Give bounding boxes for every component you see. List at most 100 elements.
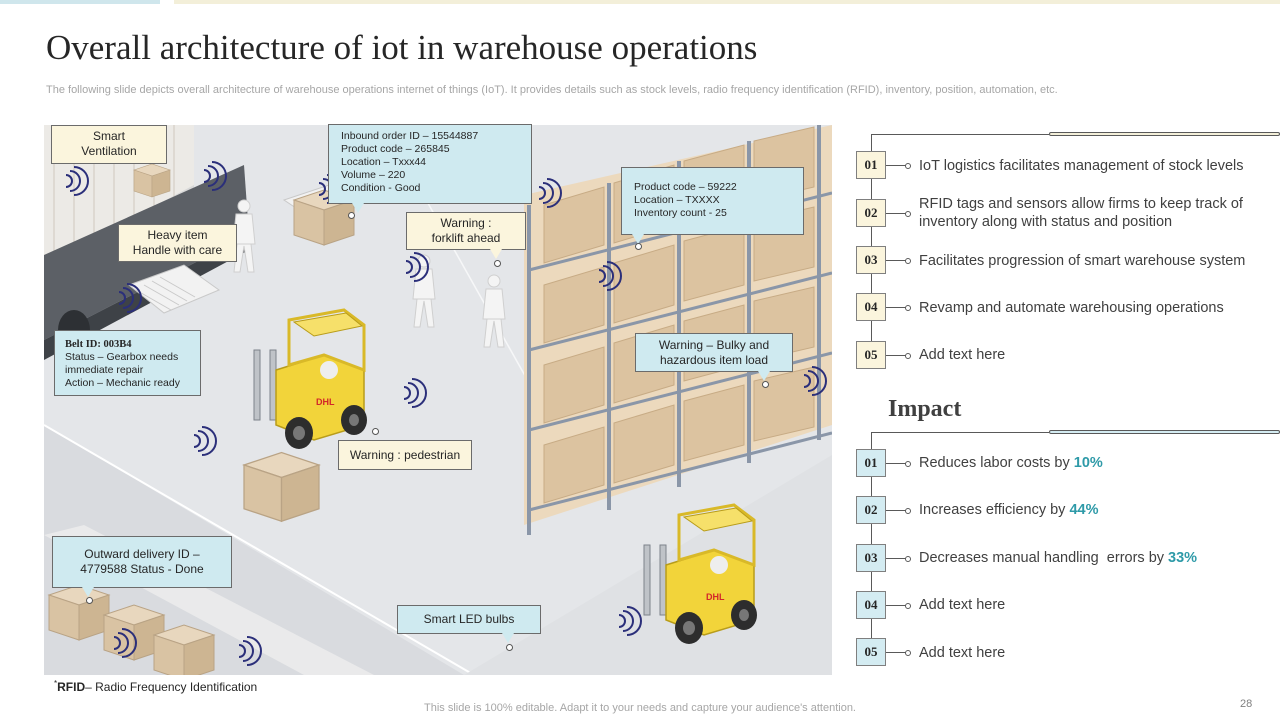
callout-line: Location – Txxx44	[341, 156, 427, 168]
callout-line: forklift ahead	[431, 231, 501, 245]
callout-anchor-dot	[635, 243, 642, 250]
impact-number: 05	[856, 638, 886, 666]
benefits-rail	[871, 178, 872, 202]
benefits-rail	[871, 226, 872, 246]
callout-anchor-dot	[348, 212, 355, 219]
impact-percentage: 44%	[1069, 502, 1099, 518]
callout-line: Action – Mechanic ready	[65, 377, 180, 389]
callout-line: immediate repair	[65, 364, 144, 376]
impact-text: Add text here	[919, 644, 1259, 662]
benefit-text: Revamp and automate warehousing operatio…	[919, 300, 1224, 316]
callout-smart-ventilation: Smart Ventilation	[51, 125, 167, 164]
impact-heading: Impact	[888, 396, 962, 422]
callout-belt-id: Belt ID: 003B4 Status – Gearbox needs im…	[54, 330, 201, 396]
benefit-number: 04	[856, 293, 886, 321]
callout-line: Location – TXXXX	[634, 194, 720, 206]
callout-tail	[82, 587, 94, 597]
benefit-text: RFID tags and sensors allow firms to kee…	[919, 196, 1243, 230]
callout-belt-title: Belt ID: 003B4	[65, 339, 132, 350]
callout-tail	[502, 633, 514, 643]
callout-anchor-dot	[372, 428, 379, 435]
impact-rail	[871, 524, 872, 544]
benefits-rail	[871, 321, 872, 341]
callout-tail	[758, 371, 770, 381]
footnote: *RFID– Radio Frequency Identification	[54, 679, 257, 694]
callout-line: Handle with care	[132, 243, 223, 257]
impact-label: Add text here	[919, 645, 1006, 661]
impact-connector	[886, 650, 911, 656]
impact-percentage: 33%	[1168, 550, 1198, 566]
callout-product-code: Product code – 59222 Location – TXXXX In…	[621, 167, 804, 235]
callout-line: hazardous item load	[659, 353, 769, 367]
impact-rail	[871, 572, 872, 591]
callout-line: Volume – 220	[341, 169, 406, 181]
impact-accent-bar	[1049, 430, 1280, 434]
callout-inbound-order: Inbound order ID – 15544887 Product code…	[328, 124, 532, 204]
impact-number: 04	[856, 591, 886, 619]
impact-rail	[871, 477, 872, 497]
impact-label: Decreases manual handling errors by	[919, 550, 1169, 566]
benefit-connector	[886, 305, 911, 311]
callout-line: Warning :	[440, 216, 492, 230]
impact-label: Add text here	[919, 597, 1006, 613]
benefit-connector	[886, 258, 911, 264]
callout-line: 4779588 Status - Done	[80, 562, 204, 576]
footnote-mark: *	[54, 679, 58, 688]
footnote-term: RFID	[57, 680, 86, 694]
benefit-text: IoT logistics facilitates management of …	[919, 158, 1244, 174]
benefit-connector	[886, 211, 911, 217]
callout-outward-delivery: Outward delivery ID – 4779588 Status - D…	[52, 536, 232, 588]
benefit-number: 02	[856, 199, 886, 227]
callout-line: Status – Gearbox needs	[65, 351, 179, 363]
impact-rail-top	[871, 432, 872, 450]
callout-warning-forklift: Warning : forklift ahead	[406, 212, 526, 250]
impact-text: Reduces labor costs by 10%	[919, 454, 1259, 472]
callout-anchor-dot	[506, 644, 513, 651]
callout-tail	[632, 234, 644, 244]
callout-line: Inbound order ID – 15544887	[341, 130, 479, 142]
impact-connector	[886, 603, 911, 609]
benefits-rail	[871, 273, 872, 293]
benefits-accent-bar	[1049, 132, 1280, 136]
benefits-rail-top	[871, 134, 872, 164]
impact-number: 02	[856, 496, 886, 524]
callout-line: Heavy item	[147, 228, 208, 242]
callout-anchor-dot	[494, 260, 501, 267]
impact-label: Reduces labor costs by	[919, 455, 1074, 471]
benefit-number: 03	[856, 246, 886, 274]
top-accent-bar-right	[174, 0, 1280, 4]
callout-line: Condition - Good	[341, 182, 421, 194]
benefit-number: 01	[856, 151, 886, 179]
callout-line: Outward delivery ID –	[84, 547, 200, 561]
callout-line: Smart	[92, 129, 125, 143]
callout-tail	[490, 249, 502, 259]
impact-label: Increases efficiency by	[919, 502, 1070, 518]
callout-line: Warning : pedestrian	[349, 448, 461, 462]
callout-smart-led: Smart LED bulbs	[397, 605, 541, 634]
callout-anchor-dot	[762, 381, 769, 388]
impact-percentage: 10%	[1073, 455, 1103, 471]
impact-rail	[871, 619, 872, 638]
footer-note: This slide is 100% editable. Adapt it to…	[424, 702, 856, 714]
callout-line: Ventilation	[81, 144, 137, 158]
top-accent-bar-left	[0, 0, 160, 4]
benefit-connector	[886, 163, 911, 169]
impact-connector	[886, 556, 911, 562]
callout-line: Product code – 59222	[634, 181, 737, 193]
page-number: 28	[1240, 698, 1253, 710]
impact-number: 01	[856, 449, 886, 477]
impact-text: Decreases manual handling errors by 33%	[919, 549, 1259, 567]
page-subtitle: The following slide depicts overall arch…	[46, 84, 1058, 96]
callout-warning-bulky: Warning – Bulky and hazardous item load	[635, 333, 793, 372]
benefit-text: Facilitates progression of smart warehou…	[919, 253, 1246, 269]
impact-connector	[886, 508, 911, 514]
impact-number: 03	[856, 544, 886, 572]
impact-top-line	[871, 432, 1049, 433]
benefit-text: Add text here	[919, 347, 1006, 363]
impact-connector	[886, 461, 911, 467]
callout-tail	[352, 203, 364, 213]
impact-text: Add text here	[919, 596, 1259, 614]
callout-line: Inventory count - 25	[634, 207, 727, 219]
benefits-top-line	[871, 134, 1049, 135]
benefit-number: 05	[856, 341, 886, 369]
